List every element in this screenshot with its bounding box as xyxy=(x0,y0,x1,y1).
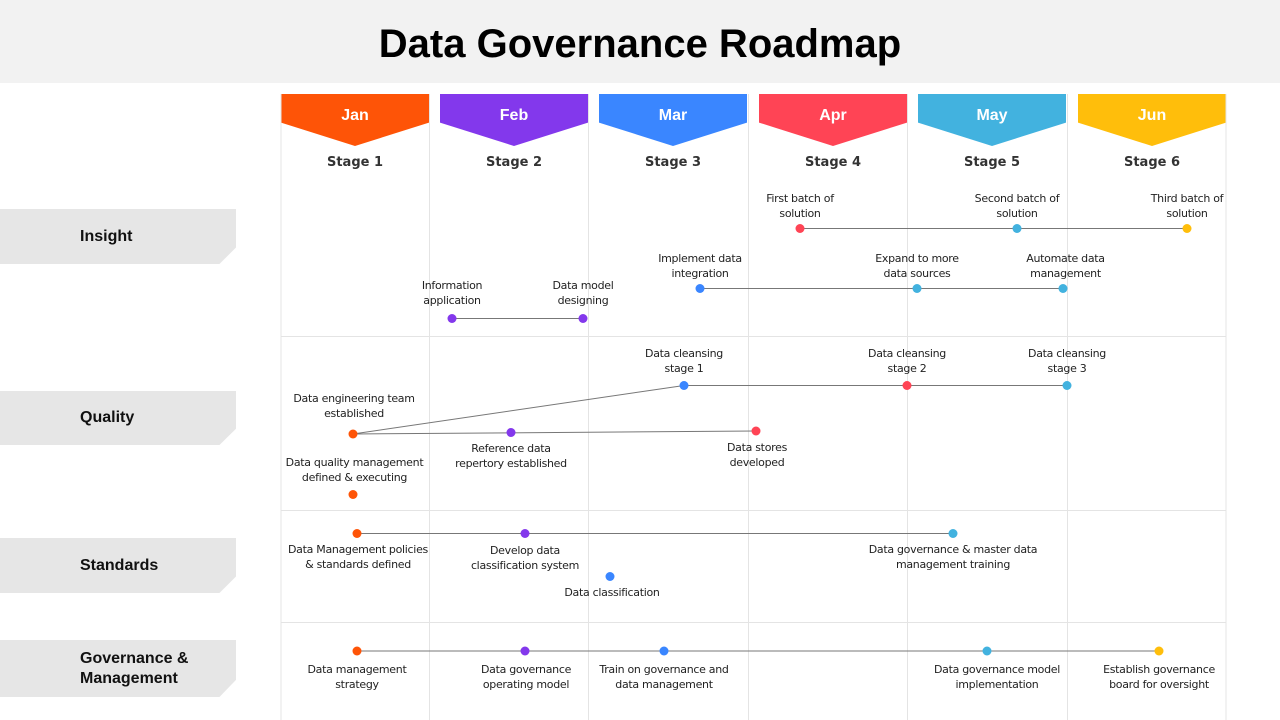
stage-3: Stage 3 xyxy=(644,155,702,170)
dot-expand-sources xyxy=(912,284,922,293)
event-cleansing-2: Data cleansing stage 2 xyxy=(868,347,946,375)
event-dq-management: Data quality management defined & execut… xyxy=(285,456,424,484)
dot-classification xyxy=(605,572,615,581)
dot-cleansing-2 xyxy=(902,381,912,390)
event-cleansing-1: Data cleansing stage 1 xyxy=(645,347,723,375)
dot-cleansing-3 xyxy=(1062,381,1072,390)
event-expand-sources: Expand to more data sources xyxy=(875,252,959,280)
dot-train xyxy=(659,646,669,656)
event-policies: Data Management policies & standards def… xyxy=(288,543,428,571)
stage-5: Stage 5 xyxy=(963,155,1021,170)
dot-model-impl xyxy=(982,646,992,656)
event-automate: Automate data management xyxy=(1026,252,1105,280)
event-info-application: Information application xyxy=(421,279,483,307)
event-second-batch: Second batch of solution xyxy=(974,192,1060,220)
dot-implement-integration xyxy=(695,284,705,293)
event-board: Establish governance board for oversight xyxy=(1103,663,1215,691)
row-label-insight: Insight xyxy=(0,209,236,264)
dot-policies xyxy=(352,529,362,538)
dot-first-batch xyxy=(795,224,805,233)
event-train: Train on governance and data management xyxy=(599,663,729,691)
event-implement-integration: Implement data integration xyxy=(658,252,742,280)
connector-lines xyxy=(352,228,1187,652)
row-label-governance: Governance & Management xyxy=(0,640,236,697)
header-bar xyxy=(0,0,1280,83)
stage-1: Stage 1 xyxy=(326,155,384,170)
dot-dq-management xyxy=(348,490,358,499)
row-label-quality: Quality xyxy=(0,391,236,445)
dot-operating-model xyxy=(520,646,530,656)
dot-classification-system xyxy=(520,529,530,538)
event-classification-system: Develop data classification system xyxy=(470,544,580,572)
dot-info-application xyxy=(447,314,457,323)
dot-cleansing-1 xyxy=(679,381,689,390)
dot-reference-data xyxy=(506,428,516,437)
event-operating-model: Data governance operating model xyxy=(480,663,572,691)
event-model-impl: Data governance model implementation xyxy=(933,663,1061,691)
dot-second-batch xyxy=(1012,224,1022,233)
event-data-stores: Data stores developed xyxy=(726,441,787,469)
stage-4: Stage 4 xyxy=(804,155,862,170)
stage-2: Stage 2 xyxy=(485,155,543,170)
dot-master-training xyxy=(948,529,958,538)
dot-data-stores xyxy=(751,426,761,436)
page-title: Data Governance Roadmap xyxy=(378,22,902,66)
event-master-training: Data governance & master data management… xyxy=(868,543,1038,571)
event-eng-team: Data engineering team established xyxy=(293,392,415,420)
event-first-batch: First batch of solution xyxy=(766,192,834,220)
stage-6: Stage 6 xyxy=(1123,155,1181,170)
event-mgmt-strategy: Data management strategy xyxy=(307,663,407,691)
event-third-batch: Third batch of solution xyxy=(1150,192,1224,220)
connector-line xyxy=(352,385,685,435)
grid-lines xyxy=(280,94,1227,720)
dot-third-batch xyxy=(1182,224,1192,233)
dot-data-model xyxy=(578,314,588,323)
row-label-standards: Standards xyxy=(0,538,236,593)
event-data-model: Data model designing xyxy=(552,279,614,307)
dot-eng-team xyxy=(348,429,358,439)
dot-mgmt-strategy xyxy=(352,646,362,656)
dot-automate xyxy=(1058,284,1068,293)
milestone-dots xyxy=(348,224,1192,656)
connector-line xyxy=(352,430,757,435)
event-reference-data: Reference data repertory established xyxy=(455,442,567,470)
dot-board xyxy=(1154,646,1164,656)
event-classification: Data classification xyxy=(564,586,660,599)
event-cleansing-3: Data cleansing stage 3 xyxy=(1028,347,1106,375)
